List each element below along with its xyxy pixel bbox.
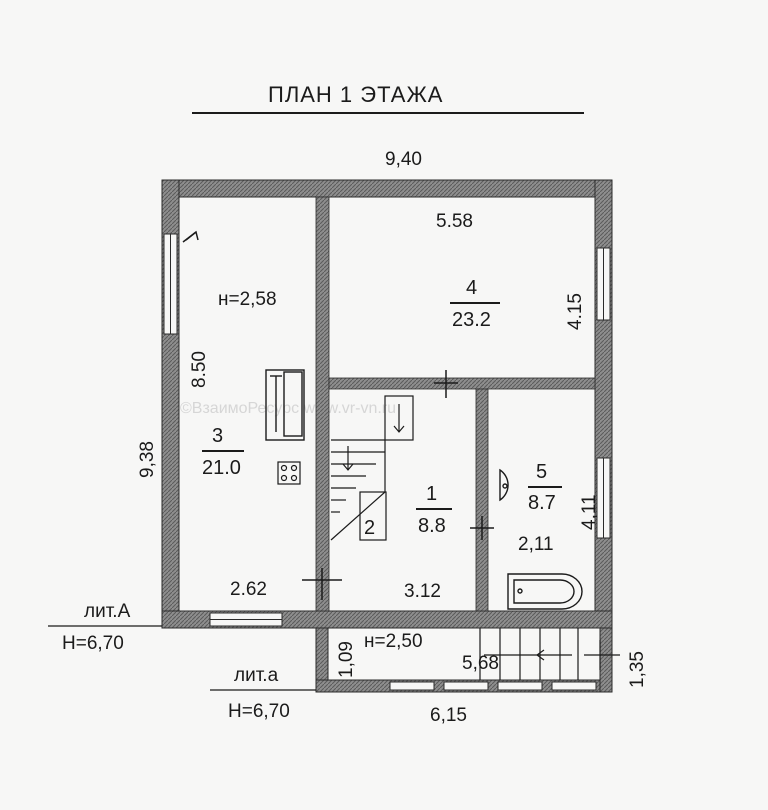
overall-width: 9,40 [385, 149, 422, 170]
leader-lines [48, 625, 316, 691]
room-5-fraction-line [528, 486, 562, 488]
porch-depth: 1,09 [336, 641, 357, 678]
room-3-number: 3 [212, 425, 224, 447]
cooktop-icon [277, 461, 301, 485]
door-marks [302, 370, 494, 600]
room-4-fraction-line [450, 302, 500, 304]
room-3-length: 8.50 [189, 351, 210, 388]
room-5-number: 5 [536, 461, 548, 483]
room-5-width: 2,11 [518, 534, 554, 555]
room-4-length: 5.58 [436, 211, 473, 232]
watermark: ©ВзаимоРесурс www.vr-vn.ru [180, 400, 397, 417]
plan-title: ПЛАН 1 ЭТАЖА [268, 82, 444, 107]
windows [163, 233, 611, 627]
room-3-area: 21.0 [202, 457, 241, 479]
bathtub-icon [507, 573, 583, 610]
room-5-area: 8.7 [528, 492, 556, 514]
room-3-width: 2.62 [230, 579, 267, 600]
room-1-number: 1 [426, 483, 438, 505]
room-2-number: 2 [364, 517, 376, 539]
exterior-walls [161, 179, 613, 629]
room-1-fraction-line [416, 508, 452, 510]
room-4-area: 23.2 [452, 309, 491, 331]
lit-a-label: лит.а [234, 665, 279, 686]
room-5-length: 4,11 [579, 494, 600, 530]
room-3-fraction-line [202, 450, 244, 452]
overall-height: 9,38 [137, 441, 158, 478]
lit-a-height: Н=6,70 [228, 701, 290, 722]
lit-A-height: Н=6,70 [62, 633, 124, 654]
porch-length: 5,68 [462, 653, 499, 674]
room-3-height: н=2,58 [218, 289, 277, 310]
room-4-width: 4.15 [565, 293, 586, 330]
title-underline [192, 112, 584, 114]
room-4-number: 4 [466, 277, 478, 299]
north-arrow-icon [182, 230, 199, 243]
porch-height: н=2,50 [364, 631, 423, 652]
room-1-area: 8.8 [418, 515, 446, 537]
stove-icon [265, 369, 305, 441]
sink-icon [499, 468, 509, 502]
room-1-width: 3.12 [404, 581, 441, 602]
staircase-icon [330, 395, 414, 541]
lit-A-label: лит.А [84, 601, 131, 622]
interior-walls [315, 196, 596, 612]
porch-side: 1,35 [627, 651, 648, 688]
porch-windows [389, 681, 597, 691]
porch-steps [479, 628, 620, 680]
porch-total-width: 6,15 [430, 705, 467, 726]
